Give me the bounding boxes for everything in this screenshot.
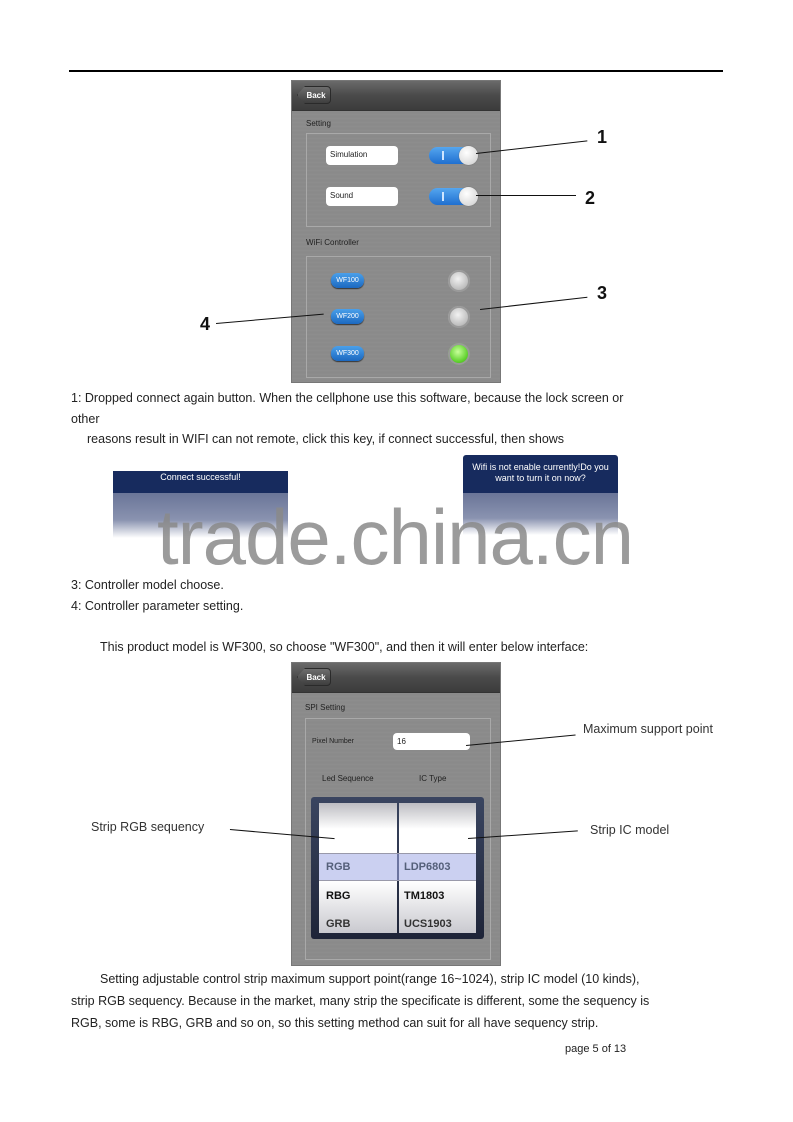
annotation-max-point: Maximum support point: [583, 722, 713, 736]
final-paragraph-line1: Setting adjustable control strip maximum…: [100, 972, 640, 986]
annotation-strip-ic: Strip IC model: [590, 823, 670, 837]
back-button[interactable]: Back: [297, 86, 331, 104]
nav-bar: Back: [292, 663, 500, 693]
wifi-section-title: WiFi Controller: [306, 238, 359, 247]
wf300-button[interactable]: WF300: [331, 346, 364, 361]
ic-option-tm1803[interactable]: TM1803: [404, 890, 445, 902]
toast-message-line2: want to turn it on now?: [495, 473, 586, 483]
callout-4: 4: [200, 314, 211, 334]
setting-section-title: Setting: [306, 119, 331, 128]
wf100-button[interactable]: WF100: [331, 273, 364, 288]
annotation-strip-rgb: Strip RGB sequency: [91, 820, 205, 834]
page-footer: page 5 of 13: [565, 1043, 627, 1055]
picker: RGB RBG GRB LDP6803 TM1803 UCS1903: [311, 797, 484, 939]
toggle-on-mark: [442, 192, 444, 201]
toggle-knob: [459, 146, 478, 165]
wifi-disabled-toast: Wifi is not enable currently!Do you want…: [463, 455, 618, 535]
toast-header: Wifi is not enable currently!Do you want…: [463, 455, 618, 493]
description-1-line2: other: [71, 412, 100, 426]
toast-message: Connect successful!: [160, 472, 241, 482]
header-rule: [69, 70, 723, 72]
callout-3: 3: [597, 283, 608, 303]
toast-header: Connect successful!: [113, 471, 288, 493]
ic-option-ucs1903[interactable]: UCS1903: [404, 918, 452, 930]
led-option-rbg[interactable]: RBG: [326, 890, 351, 902]
callout-line-2: [476, 195, 576, 196]
final-paragraph-line3: RGB, some is RBG, GRB and so on, so this…: [71, 1016, 599, 1030]
item-3: 3: Controller model choose.: [71, 578, 224, 592]
wf100-radio[interactable]: [448, 270, 470, 292]
wifi-group: [306, 256, 491, 378]
callout-2: 2: [585, 188, 596, 208]
picker-selection-band: [319, 853, 476, 881]
led-option-grb[interactable]: GRB: [326, 918, 351, 930]
simulation-field: Simulation: [326, 146, 398, 165]
settings-screen: Back Setting Simulation Sound WiFi Contr…: [292, 81, 500, 382]
sound-field: Sound: [326, 187, 398, 206]
wf200-radio[interactable]: [448, 306, 470, 328]
spi-setting-screen: Back SPI Setting Pixel Number 16 Led Seq…: [292, 663, 500, 965]
item-4: 4: Controller parameter setting.: [71, 599, 244, 613]
description-1-line1: 1: Dropped connect again button. When th…: [71, 391, 624, 405]
connect-success-toast: Connect successful!: [113, 471, 288, 538]
toggle-on-mark: [442, 151, 444, 160]
spi-section-title: SPI Setting: [305, 703, 346, 712]
nav-bar: Back: [292, 81, 500, 111]
wf200-button[interactable]: WF200: [331, 309, 364, 324]
final-paragraph-line2: strip RGB sequency. Because in the marke…: [71, 994, 650, 1008]
toast-body: [463, 493, 618, 535]
simulation-toggle[interactable]: [429, 146, 478, 165]
toast-message-line1: Wifi is not enable currently!Do you: [472, 462, 609, 472]
wf300-radio-selected[interactable]: [448, 343, 470, 365]
pixel-number-input[interactable]: 16: [393, 733, 470, 750]
pixel-number-label: Pixel Number: [312, 738, 355, 745]
watermark: trade.china.cn: [157, 493, 634, 581]
description-1-line3: reasons result in WIFI can not remote, c…: [87, 432, 565, 446]
spi-group: [305, 718, 491, 960]
intro-paragraph: This product model is WF300, so choose "…: [100, 640, 589, 654]
callout-1: 1: [597, 127, 608, 147]
led-sequence-header: Led Sequence: [322, 774, 374, 783]
ic-option-ldp6803[interactable]: LDP6803: [404, 861, 451, 873]
setting-group: [306, 133, 491, 227]
sound-toggle[interactable]: [429, 187, 478, 206]
back-button[interactable]: Back: [297, 668, 331, 686]
led-option-rgb[interactable]: RGB: [326, 861, 351, 873]
toggle-knob: [459, 187, 478, 206]
ic-type-header: IC Type: [419, 774, 447, 783]
toast-body: [113, 493, 288, 538]
